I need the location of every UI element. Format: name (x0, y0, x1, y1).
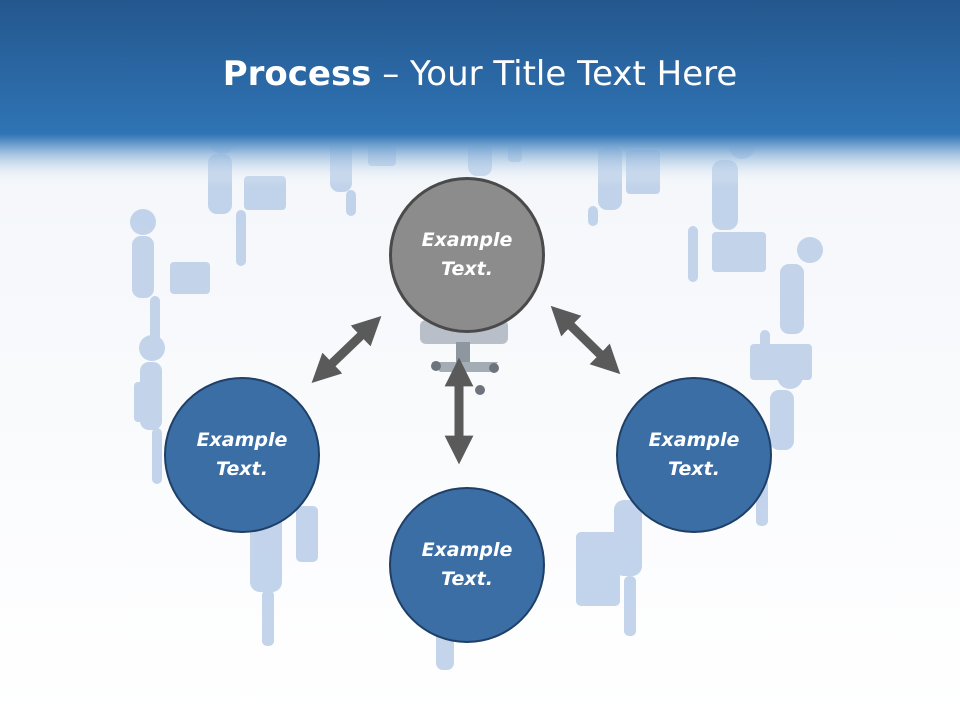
center-node-label: Example Text. (421, 229, 513, 280)
node-left-label: Example Text. (196, 429, 288, 480)
person-figure (250, 506, 318, 646)
node-bottom-label: Example Text. (421, 539, 513, 590)
slide-title-rest: – Your Title Text Here (371, 54, 738, 94)
person-figure (750, 237, 823, 380)
node-bottom: Example Text. (389, 487, 545, 643)
node-left: Example Text. (164, 377, 320, 533)
person-figure (130, 209, 210, 358)
person-figure (576, 500, 642, 636)
header-band (0, 0, 960, 186)
slide-title: Process – Your Title Text Here (0, 52, 960, 96)
center-node: Example Text. (389, 177, 545, 333)
node-right: Example Text. (616, 377, 772, 533)
double-arrow-left (311, 316, 382, 383)
node-right-label: Example Text. (648, 429, 740, 480)
connector-arrows (311, 305, 621, 465)
double-arrow-right (550, 305, 621, 375)
person-figure (134, 335, 165, 484)
slide-title-bold: Process (222, 54, 372, 94)
